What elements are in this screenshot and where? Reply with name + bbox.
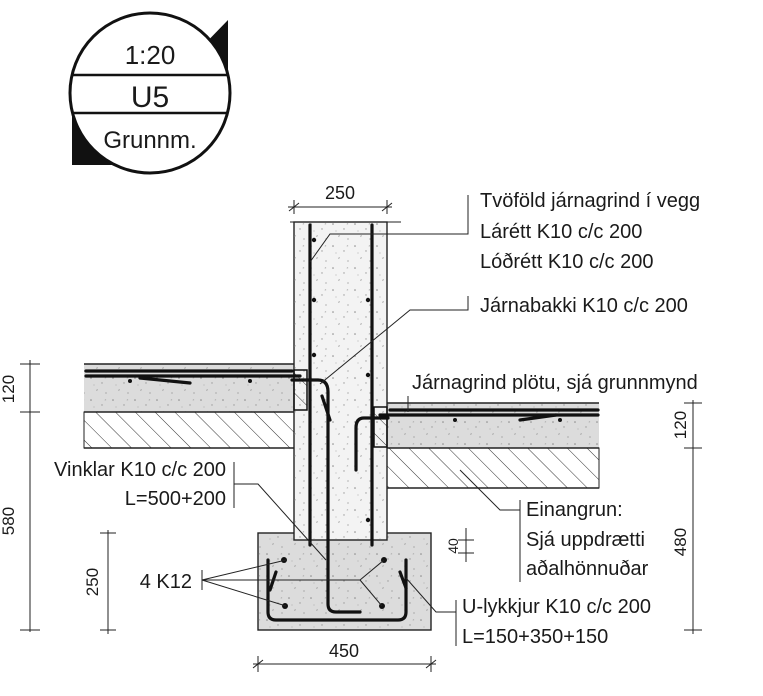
title-block: 1:20 U5 Grunnm.	[68, 11, 232, 175]
stirrups-label-1: Vinklar K10 c/c 200	[54, 459, 226, 481]
insulation-left	[83, 411, 295, 449]
insulation-right	[386, 447, 600, 489]
drawing-code: U5	[131, 81, 169, 114]
insulation-label-2: Sjá uppdrætti	[526, 529, 645, 551]
right-hook-bar	[354, 416, 390, 472]
dim-wall-width: 250	[325, 183, 355, 203]
insulation-label-3: aðalhönnuðar	[526, 558, 649, 580]
u-bars-label-2: L=150+350+150	[462, 626, 608, 648]
slab-outlines	[84, 363, 599, 489]
dim-cover: 40	[445, 538, 461, 554]
dim-floor-left: 120	[0, 375, 18, 403]
dim-footing-height: 250	[83, 568, 102, 596]
joint-strip-right	[373, 406, 388, 448]
wall-reinf-line-1: Tvöföld járnagrind í vegg	[480, 190, 700, 212]
title-block-circle	[68, 11, 232, 175]
leader-lines	[201, 195, 521, 646]
annotations: Tvöföld járnagrind í vegg Lárétt K10 c/c…	[54, 190, 700, 648]
tray-bar-label: Járnabakki K10 c/c 200	[480, 295, 688, 317]
wall-reinf-line-3: Lóðrétt K10 c/c 200	[480, 251, 653, 273]
corner-bar	[290, 378, 362, 614]
wall-reinf-line-2: Lárétt K10 c/c 200	[480, 221, 642, 243]
dimension-texts: 250 450 120 580 250 120 480 40	[0, 183, 690, 661]
drawing-name: Grunnm.	[103, 127, 196, 154]
insulation-label-1: Einangrun:	[526, 499, 623, 521]
u-bars-label-1: U-lykkjur K10 c/c 200	[462, 596, 651, 618]
slab-grid-label: Járnagrind plötu, sjá grunnmynd	[412, 372, 698, 394]
u-bar	[266, 558, 408, 622]
dim-right-height: 480	[671, 528, 690, 556]
stirrups-label-2: L=500+200	[125, 488, 226, 510]
dim-left-height: 580	[0, 507, 18, 535]
dimension-lines	[20, 200, 702, 672]
dim-floor-right: 120	[671, 411, 690, 439]
reinforcement	[84, 221, 600, 622]
footing-bars-label: 4 K12	[140, 571, 192, 593]
dim-footing-width: 450	[329, 641, 359, 661]
scale-label: 1:20	[125, 40, 176, 70]
